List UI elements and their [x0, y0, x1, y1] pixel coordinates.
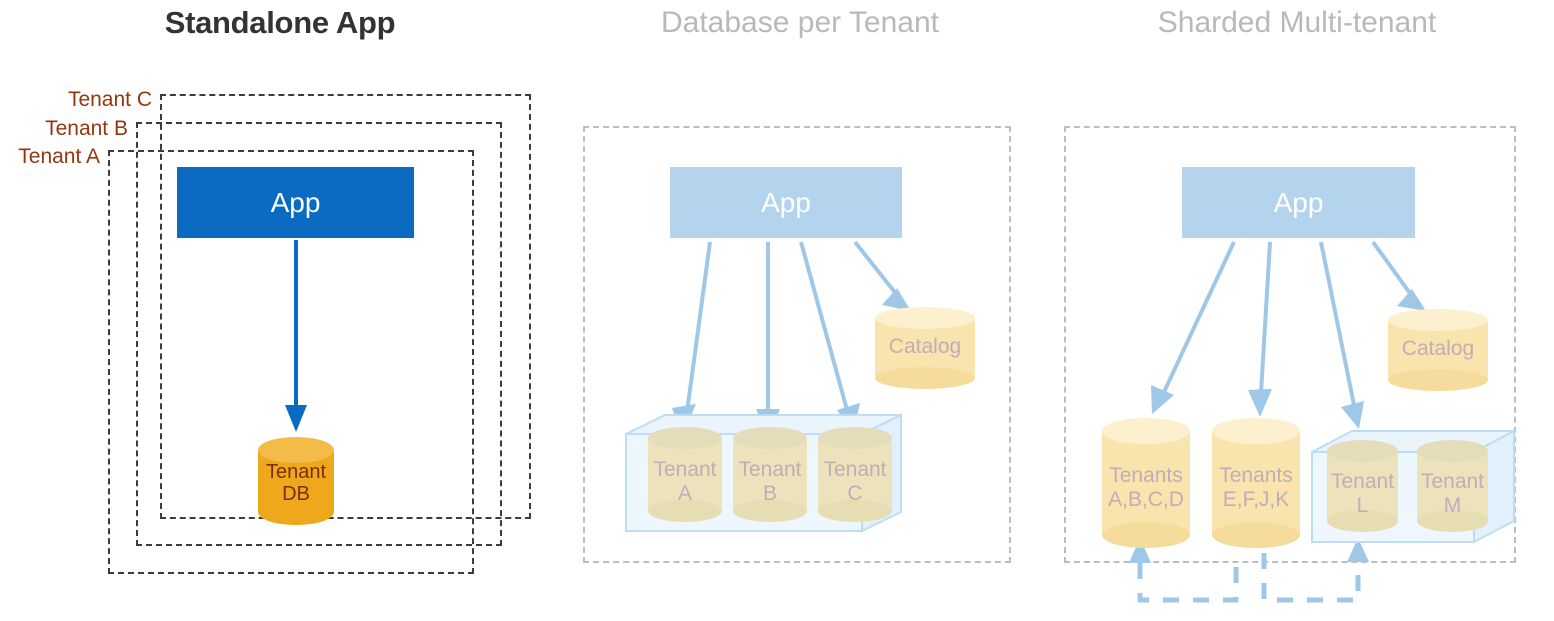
- cylinder-bottom: [648, 500, 722, 522]
- db-cylinder-tenant-l[interactable]: Tenant L: [1327, 440, 1398, 532]
- db-cylinder-shard-abcd[interactable]: Tenants A,B,C,D: [1102, 418, 1190, 548]
- db-cylinder-label: Tenant DB: [265, 461, 327, 506]
- db-cylinder-label: Catalog: [888, 335, 962, 358]
- cylinder-top: [818, 427, 892, 449]
- cylinder-body: [818, 438, 892, 511]
- cylinder-body: [733, 438, 807, 511]
- cylinder-top: [1388, 309, 1488, 331]
- cylinder-bottom: [1388, 369, 1488, 391]
- cylinder-bottom: [1417, 510, 1488, 532]
- cylinder-top: [648, 427, 722, 449]
- db-cylinder-label: Tenant B: [738, 458, 802, 505]
- cylinder-bottom: [1327, 510, 1398, 532]
- cylinder-top: [1102, 418, 1190, 444]
- db-cylinder-catalog[interactable]: Catalog: [875, 307, 975, 389]
- panel-title-standalone: Standalone App: [164, 5, 396, 40]
- tenant-label-c: Tenant C: [67, 88, 152, 111]
- db-cylinder-tenant-c[interactable]: Tenant C: [818, 427, 892, 522]
- tenant-label-b: Tenant B: [45, 117, 128, 140]
- app-box-sharded-multi-tenant[interactable]: App: [1182, 167, 1415, 238]
- panel-boundary-database-per-tenant: [583, 126, 1011, 563]
- app-box-standalone[interactable]: App: [177, 167, 414, 238]
- cylinder-bottom: [1102, 522, 1190, 548]
- db-cylinder-label: Tenant C: [823, 458, 887, 505]
- tenant-frame-c: [160, 94, 531, 519]
- cylinder-body: [1417, 451, 1488, 521]
- db-cylinder-tenant-db[interactable]: Tenant DB: [258, 437, 334, 525]
- panel-sharded-multi-tenant: Sharded Multi-tenant App: [1040, 0, 1554, 621]
- cylinder-body: [1212, 431, 1300, 535]
- cylinder-bottom: [1212, 522, 1300, 548]
- cylinder-top: [875, 307, 975, 329]
- db-cylinder-tenant-a[interactable]: Tenant A: [648, 427, 722, 522]
- cylinder-body: [1102, 431, 1190, 535]
- panel-title-database-per-tenant: Database per Tenant: [661, 6, 939, 39]
- cylinder-top: [1212, 418, 1300, 444]
- cylinder-bottom: [875, 367, 975, 389]
- panel-title-sharded-multi-tenant: Sharded Multi-tenant: [1157, 6, 1437, 39]
- cylinder-top: [1417, 440, 1488, 462]
- cylinder-body: [1327, 451, 1398, 521]
- cylinder-bottom: [818, 500, 892, 522]
- db-cylinder-shard-efjk[interactable]: Tenants E,F,J,K: [1212, 418, 1300, 548]
- cylinder-top: [1327, 440, 1398, 462]
- db-cylinder-label: Tenant L: [1330, 470, 1395, 517]
- db-cylinder-tenant-m[interactable]: Tenant M: [1417, 440, 1488, 532]
- db-cylinder-label: Tenants E,F,J,K: [1219, 464, 1293, 511]
- app-box-database-per-tenant[interactable]: App: [670, 167, 902, 238]
- db-cylinder-label: Tenants A,B,C,D: [1108, 464, 1184, 511]
- db-cylinder-label: Tenant M: [1420, 470, 1485, 517]
- tenant-label-a: Tenant A: [18, 145, 100, 168]
- cylinder-top: [258, 437, 334, 463]
- cylinder-bottom: [733, 500, 807, 522]
- db-cylinder-label: Catalog: [1401, 337, 1475, 360]
- db-cylinder-catalog[interactable]: Catalog: [1388, 309, 1488, 391]
- tenant-frame-b: [136, 122, 502, 546]
- db-cylinder-tenant-b[interactable]: Tenant B: [733, 427, 807, 522]
- tenant-frame-a: [108, 150, 474, 574]
- cylinder-top: [733, 427, 807, 449]
- db-cylinder-label: Tenant A: [653, 458, 717, 505]
- panel-standalone-app: Standalone App Tenant C Tenant B Tenant …: [0, 0, 560, 621]
- cylinder-bottom: [258, 499, 334, 525]
- cylinder-body: [648, 438, 722, 511]
- panel-database-per-tenant: Database per Tenant App Catalog: [560, 0, 1040, 621]
